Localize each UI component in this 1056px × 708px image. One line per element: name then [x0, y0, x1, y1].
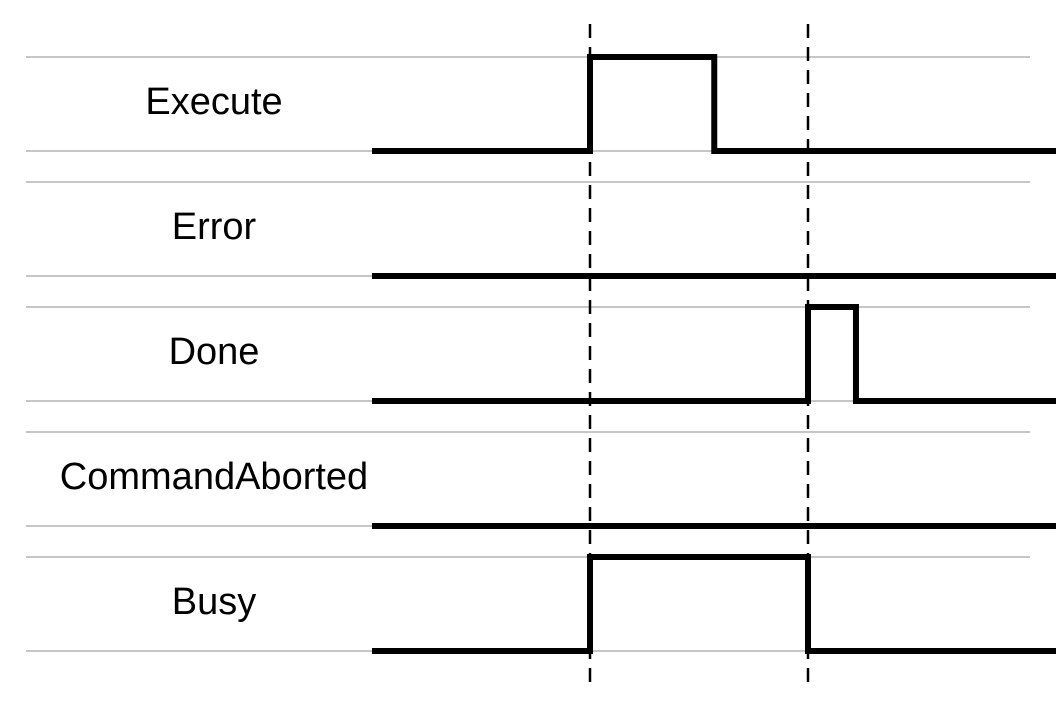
signal-waveforms	[372, 54, 1056, 654]
time-markers	[588, 24, 810, 686]
error-label: Error	[172, 206, 257, 248]
busy-label: Busy	[172, 581, 256, 623]
command-aborted-label: CommandAborted	[60, 456, 368, 498]
execute-waveform	[372, 54, 1056, 154]
done-waveform	[372, 304, 1056, 404]
done-label: Done	[169, 331, 260, 373]
execute-label: Execute	[145, 81, 282, 123]
busy-waveform	[372, 554, 1056, 654]
